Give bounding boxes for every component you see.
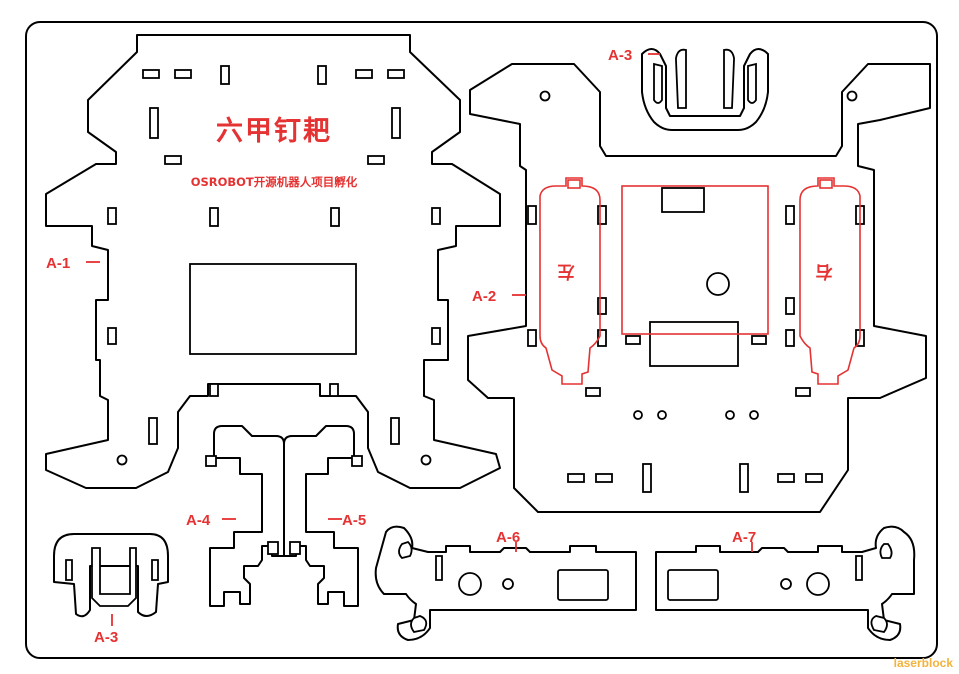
label-a1: A-1	[46, 255, 70, 272]
part-a5	[283, 425, 363, 607]
part-a6	[374, 525, 637, 641]
part-a7	[655, 525, 916, 641]
servo-outline-left	[539, 177, 601, 385]
board-outline	[621, 185, 769, 335]
label-a4: A-4	[186, 512, 211, 529]
servo-label-right: 右	[816, 261, 833, 282]
board-title: 六甲钉耙	[216, 116, 332, 147]
label-a3-top: A-3	[608, 47, 632, 64]
label-a7: A-7	[732, 529, 756, 546]
part-a3-bottom	[53, 533, 169, 618]
label-a6: A-6	[496, 529, 520, 546]
part-a2: 左 右	[467, 63, 931, 513]
watermark: laserblock	[893, 656, 953, 670]
label-a5: A-5	[342, 512, 366, 529]
servo-outline-right	[799, 177, 861, 385]
board-subtitle: OSROBOT开源机器人项目孵化	[191, 175, 358, 189]
part-a1: 六甲钉耙 OSROBOT开源机器人项目孵化	[45, 34, 501, 489]
servo-label-left: 左	[558, 261, 575, 282]
part-labels: A-1 A-2 A-3 A-3 A-4 A-5 A-6 A-7	[46, 47, 756, 646]
label-a3-bottom: A-3	[94, 629, 118, 646]
part-a3-top	[641, 48, 769, 131]
label-a2: A-2	[472, 288, 496, 305]
